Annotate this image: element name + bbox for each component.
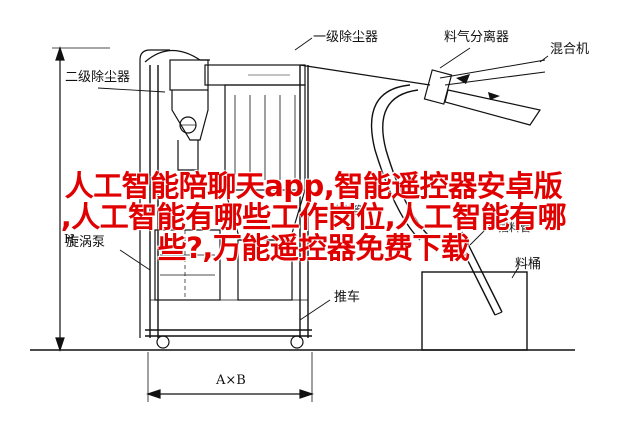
- separator-mixer: [299, 59, 546, 126]
- overlay-line-2: ,人工智能有哪些工作岗位,人工智能有哪: [60, 200, 567, 234]
- overlay-line-3: 些?,万能遥控器免费下载: [157, 231, 470, 265]
- label-secondary-dust-collector: 二级除尘器: [65, 70, 131, 85]
- secondary-collector: [139, 49, 210, 338]
- overlay-line-1: 人工智能陪聊天app,智能遥控器安卓版: [64, 169, 563, 203]
- label-dimension-ab: A×B: [216, 373, 246, 388]
- label-hose: 输送管: [330, 204, 363, 217]
- material-bin: [421, 271, 528, 351]
- cart-wheels: [156, 335, 304, 349]
- width-dimension: [146, 352, 314, 402]
- label-material-separator: 料气分离器: [444, 30, 510, 45]
- leader-lines: [97, 37, 549, 321]
- label-cart: 推车: [334, 290, 361, 305]
- primary-collector: [204, 64, 306, 301]
- conveying-hose: [370, 84, 429, 241]
- label-suction-gun: 插料管: [498, 221, 531, 234]
- label-frame-h: H: [64, 232, 75, 246]
- label-mixer: 混合机: [550, 42, 590, 57]
- label-primary-dust-collector: 一级除尘器: [313, 30, 379, 45]
- label-cyclone-pump: 旋涡泵: [66, 235, 106, 250]
- label-bin: 料桶: [515, 257, 542, 272]
- cyclone-pump: [154, 229, 221, 301]
- height-dimension: [52, 46, 110, 352]
